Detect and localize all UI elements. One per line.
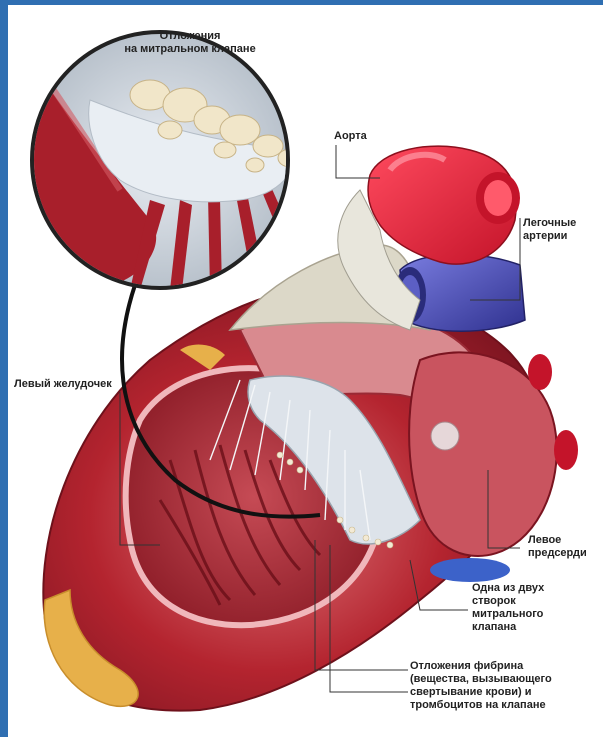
label-left-ventricle: Левый желудочек — [14, 378, 112, 391]
label-pulmonary-arteries: Легочные артерии — [523, 217, 576, 243]
label-mitral-leaflet: Одна из двух створок митрального клапана — [472, 582, 544, 634]
label-left-atrium: Левое предсерди — [528, 534, 587, 560]
label-aorta: Аорта — [334, 130, 367, 143]
label-mitral-deposits: Отложения на митральном клапане — [100, 30, 280, 56]
coronary-sinus — [430, 558, 510, 582]
label-fibrin-deposits: Отложения фибрина (вещества, вызывающего… — [410, 660, 552, 712]
